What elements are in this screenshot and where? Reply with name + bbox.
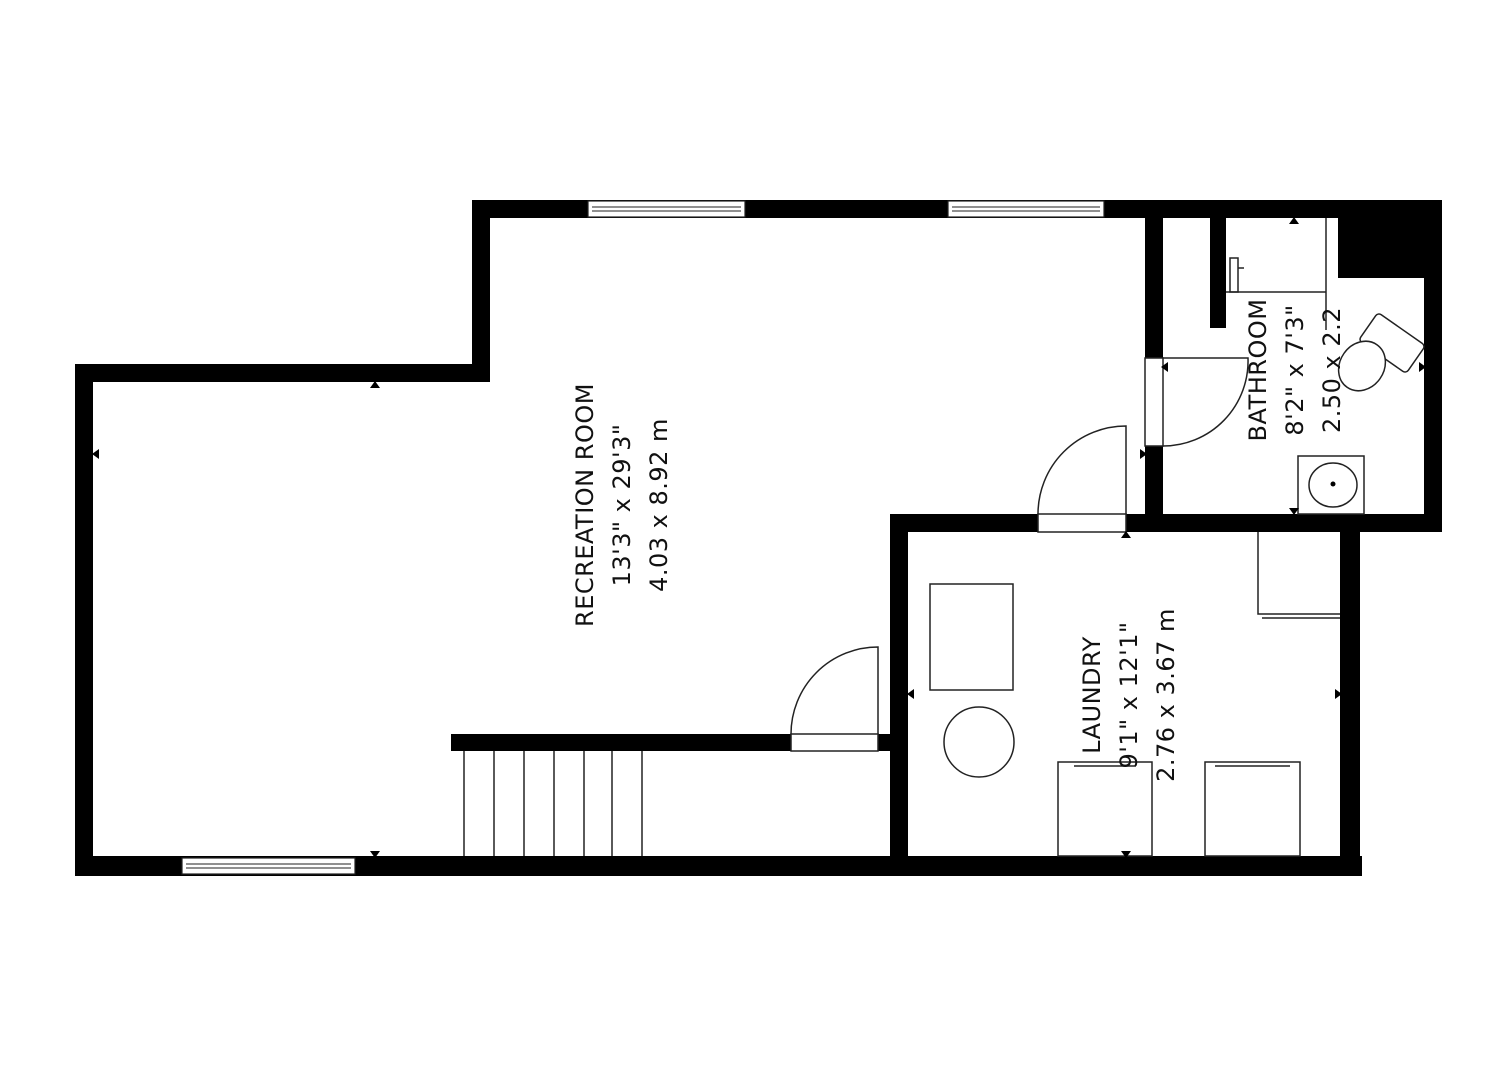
washer-icon: [1057, 761, 1153, 857]
bathroom-fixtures: [1226, 218, 1425, 515]
wall-laundry-left: [890, 514, 908, 876]
stairs-icon: [463, 751, 643, 856]
dimension-marker-icon: [370, 851, 380, 858]
sink-icon: [1297, 455, 1365, 515]
recreation-room-metric: 4.03 x 8.92 m: [645, 418, 673, 592]
dimension-marker-icon: [1161, 362, 1168, 372]
wall-right-bath: [1424, 200, 1442, 532]
dryer-icon: [1204, 761, 1301, 857]
dimension-marker-icon: [1289, 217, 1299, 224]
door-swing-icon: [790, 646, 879, 752]
wall-rec-bath: [1145, 200, 1163, 358]
laundry-name: LAUNDRY: [1078, 636, 1106, 754]
dimension-marker-icon: [1419, 362, 1426, 372]
wall-top-left: [75, 364, 490, 382]
dimension-marker-icon: [370, 381, 380, 388]
cabinet-icon: [1257, 532, 1340, 619]
wall-bottom: [75, 856, 1362, 876]
wall-rec-bath-lower: [1145, 446, 1163, 532]
wall-bath-corner: [1338, 200, 1442, 278]
window-icon: [181, 857, 356, 875]
dimension-marker-icon: [1121, 531, 1131, 538]
wall-bath-bottom: [1126, 514, 1442, 532]
bathroom-imperial: 8'2" x 7'3": [1281, 304, 1309, 435]
wall-stair: [451, 734, 791, 751]
windows: [181, 200, 1105, 875]
dimension-marker-icon: [92, 449, 99, 459]
bathroom-name: BATHROOM: [1244, 299, 1272, 442]
wall-bath-inner: [1210, 214, 1226, 328]
laundry-label: LAUNDRY 9'1" x 12'1" 2.76 x 3.67 m: [1078, 608, 1180, 782]
laundry-fixtures: [929, 532, 1340, 857]
counter-icon: [929, 583, 1014, 691]
recreation-room-label: RECREATION ROOM 13'3" x 29'3" 4.03 x 8.9…: [571, 383, 673, 627]
dimension-marker-icon: [1335, 689, 1342, 699]
dimension-markers: [92, 217, 1426, 858]
dimension-marker-icon: [1289, 508, 1299, 515]
wall-laundry-top: [890, 514, 1038, 532]
faucet-icon: [1229, 257, 1244, 293]
bathroom-label: BATHROOM 8'2" x 7'3" 2.50 x 2.2: [1244, 299, 1346, 442]
dimension-marker-icon: [907, 689, 914, 699]
doors: [790, 357, 1249, 752]
toilet-icon: [1337, 313, 1425, 392]
door-swing-icon: [1037, 425, 1127, 533]
walls: [75, 200, 1442, 876]
window-icon: [587, 200, 746, 218]
dimension-marker-icon: [1140, 449, 1147, 459]
wall-left: [75, 364, 93, 876]
laundry-metric: 2.76 x 3.67 m: [1152, 608, 1180, 782]
bathroom-metric: 2.50 x 2.2: [1318, 307, 1346, 433]
wall-laundry-right: [1340, 514, 1360, 876]
recreation-room-name: RECREATION ROOM: [571, 383, 599, 627]
wall-step: [472, 200, 490, 382]
door-swing-icon: [1144, 357, 1249, 447]
wall-stair-right: [878, 734, 908, 751]
round-fixture-icon: [943, 706, 1015, 778]
window-icon: [947, 200, 1105, 218]
recreation-room-imperial: 13'3" x 29'3": [608, 424, 636, 587]
dimension-marker-icon: [1121, 851, 1131, 858]
laundry-imperial: 9'1" x 12'1": [1115, 621, 1143, 768]
